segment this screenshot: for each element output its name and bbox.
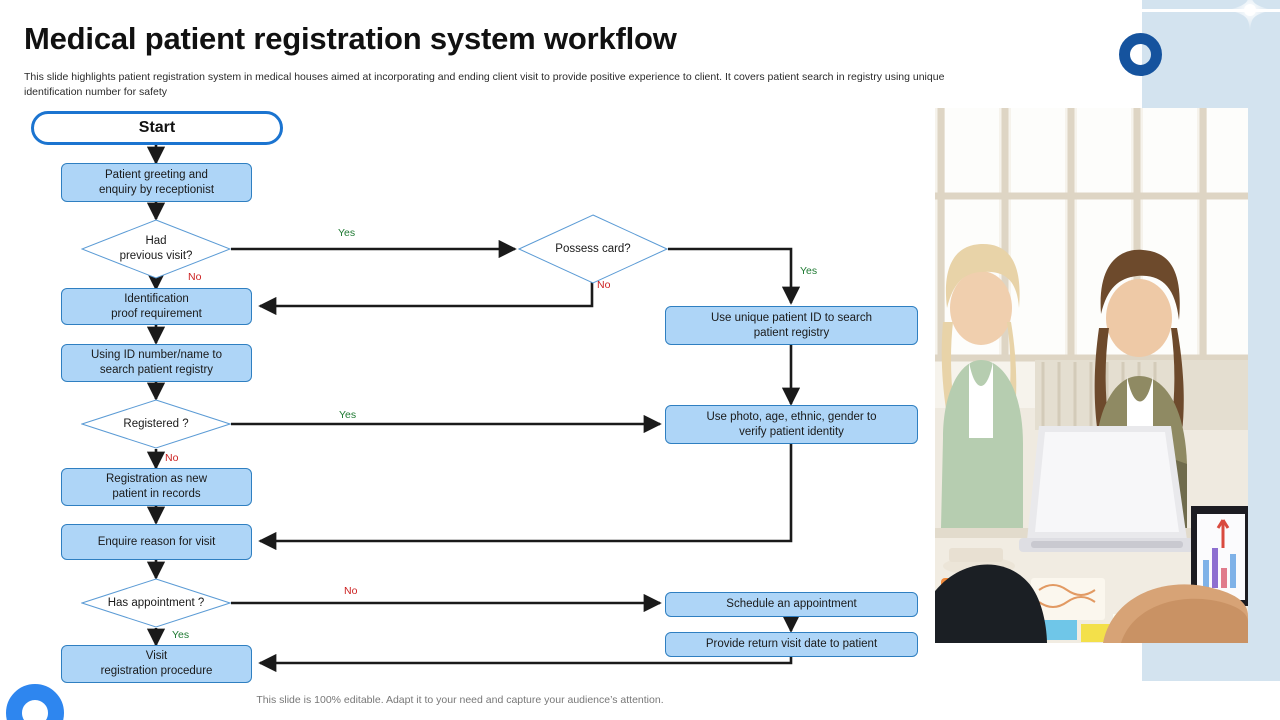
edge-label-registered-no: No (165, 452, 179, 464)
diamond-shape (81, 219, 231, 279)
edge-label-registered-yes: Yes (339, 409, 357, 421)
flow-node-has-appointment-label: Has appointment ? (107, 596, 205, 609)
edge-label-possess-card-no: No (597, 279, 611, 291)
flow-node-possess-card[interactable]: Possess card? (518, 214, 668, 284)
diamond-shape (81, 399, 231, 449)
flow-node-provide-return-date[interactable]: Provide return visit date to patient (665, 632, 918, 657)
page-subtitle: This slide highlights patient registrati… (24, 71, 945, 98)
edge-label-possess-card-yes: Yes (800, 265, 818, 277)
team-meeting-photo (935, 108, 1248, 643)
flow-node-start[interactable]: Start (31, 111, 283, 145)
edge-label-had-previous-visit-yes: Yes (338, 227, 356, 239)
flow-node-schedule-appointment[interactable]: Schedule an appointment (665, 592, 918, 617)
slide-footer-note: This slide is 100% editable. Adapt it to… (256, 694, 664, 706)
diamond-shape (518, 214, 668, 284)
edge-label-had-previous-visit-no: No (188, 271, 202, 283)
flow-node-provide-return-date-label: Provide return visit date to patient (705, 638, 878, 650)
diamond-shape (81, 578, 231, 628)
flow-node-possess-card-label: Possess card? (555, 242, 631, 255)
flow-node-enquire-reason[interactable]: Enquire reason for visit (61, 524, 252, 560)
decorative-panel-line (1142, 9, 1280, 12)
flow-node-enquire-reason-label: Enquire reason for visit (97, 535, 216, 548)
flow-node-registered-label: Registered ? (123, 417, 189, 430)
ring-dark-icon (1119, 33, 1162, 76)
edge-label-has-appointment-no: No (344, 585, 358, 597)
flow-node-schedule-appointment-label: Schedule an appointment (726, 598, 857, 610)
edge-label-has-appointment-yes: Yes (172, 629, 190, 641)
ring-light-icon (6, 684, 64, 720)
flow-node-registered[interactable]: Registered ? (81, 399, 231, 449)
flow-node-start-label: Start (138, 119, 176, 136)
page-title: Medical patient registration system work… (24, 21, 677, 56)
flow-node-has-appointment[interactable]: Has appointment ? (81, 578, 231, 628)
